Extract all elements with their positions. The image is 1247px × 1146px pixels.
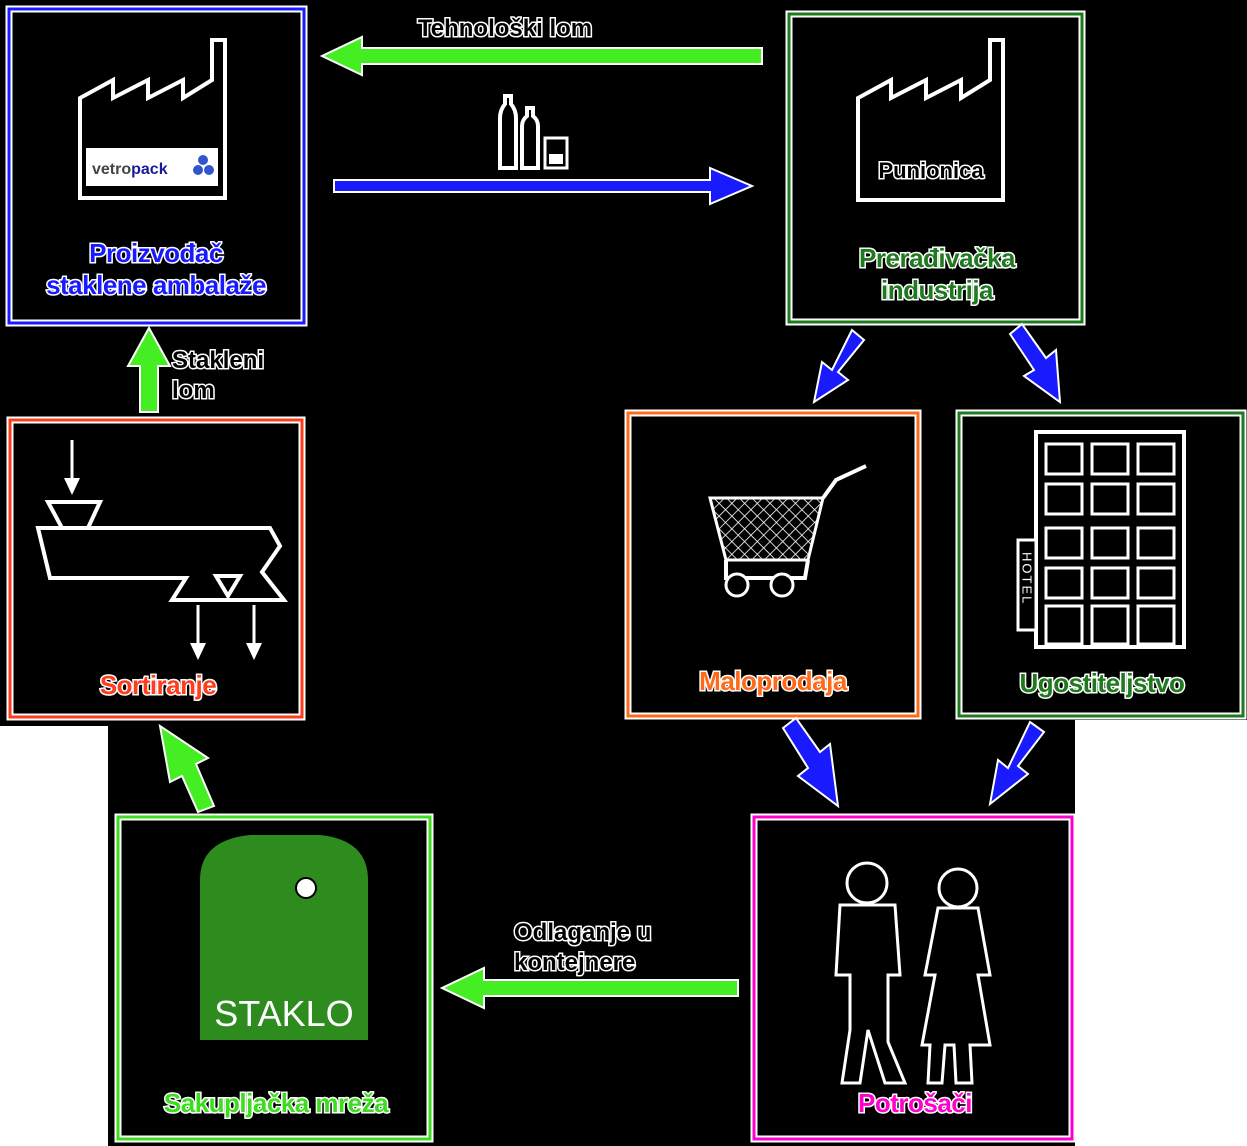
factory-icon [856,38,1005,202]
sorting-label: Sortiranje [100,670,216,700]
disposal-label-line2: kontejnere [514,949,635,976]
node-consumers: Potrošači [750,813,1076,1143]
consumers-label: Potrošači [858,1088,972,1118]
people-icon [834,861,992,1085]
glass-bottles-icon [498,94,569,170]
shopping-cart-icon [708,464,867,598]
technological-scrap-label: Tehnološki lom [418,15,592,42]
node-collection: STAKLO Sakupljačka mreža [114,813,434,1143]
factory-icon [78,38,227,200]
sorting-machine-icon [35,440,289,660]
retail-label: Maloprodaja [699,666,848,696]
node-processing: Punionica Prerađivačka industrija [785,10,1086,326]
processing-label-line2: industrija [881,275,994,305]
edge-retail-to-consumers [781,716,840,809]
node-producer: vetropack Proizvođač staklene ambalaže [5,5,308,327]
glass-scrap-label-line1: Stakleni [172,347,264,374]
collection-label: Sakupljačka mreža [164,1088,389,1118]
hotel-sign-text: HOTEL [1020,552,1035,605]
vetropack-logo: vetropack [86,148,218,186]
glass-scrap-label-line2: lom [172,377,215,404]
processing-label-line1: Prerađivačka [859,243,1016,273]
node-retail: Maloprodaja [624,409,922,720]
node-hospitality: HOTEL Ugostiteljstvo [955,409,1247,720]
edge-collection-to-sorting [158,723,216,814]
edge-glass-scrap: Stakleni lom [126,325,266,413]
hospitality-label: Ugostiteljstvo [1020,668,1185,698]
edge-processing-to-retail [812,328,866,405]
hotel-building-icon [1016,430,1186,649]
producer-label-line2: staklene ambalaže [46,270,266,300]
staklo-tag-text: STAKLO [214,993,353,1034]
punionica-label: Punionica [878,158,984,183]
edge-hospitality-to-consumers [988,720,1046,807]
svg-text:vetropack: vetropack [92,161,168,178]
edge-technological-scrap: Tehnološki lom [319,14,763,77]
edge-packaging-delivery [333,94,755,206]
disposal-label-line1: Odlaganje u [514,919,651,946]
edge-disposal: Odlaganje u kontejnere [439,918,739,1010]
glass-container-tag-icon [200,835,368,1040]
node-sorting: Sortiranje [6,416,306,721]
edge-processing-to-hospitality [1008,322,1062,405]
producer-label-line1: Proizvođač [89,238,223,268]
